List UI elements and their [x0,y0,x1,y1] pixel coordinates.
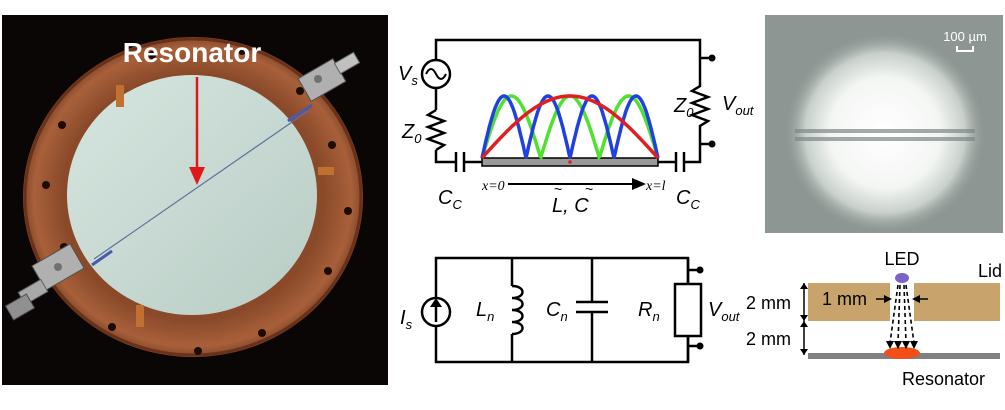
wire-top [434,38,702,92]
cross-section-drawing: 2 mm 2 mm 1 mm LED Lid Resonator [746,249,1002,389]
vout-label: Vout [722,93,755,118]
mode-curve-1 [480,94,660,160]
rlc-circuit-drawing: Is Ln Cn Rn Vout [400,256,741,364]
clip [116,85,124,107]
terminal [696,342,704,350]
connector-bottom-left [4,243,85,321]
lid-label: Lid [978,261,1002,281]
sapphire-disk [67,75,317,315]
vout-rlc-label: Vout [708,299,741,324]
tilde-l: ~ [554,181,562,197]
light-spot [884,347,920,359]
terminal [708,54,716,62]
resonator-strip [93,110,309,260]
x0-label: x=0 [481,179,505,194]
arrowhead [912,295,920,303]
resonator-photo: Resonator [2,15,388,385]
terminal [696,266,704,274]
light-rays [889,284,915,344]
cc-right-label: CC [676,187,700,212]
cross-section: 2 mm 2 mm 1 mm LED Lid Resonator [740,245,1005,405]
micrograph-image: 100 µm [765,15,1003,233]
z0-right-label: Z0 [673,95,694,120]
is-label: Is [400,307,413,332]
arrowhead [189,167,205,185]
connector-top-right [297,51,361,102]
arrowhead [884,295,892,303]
terminal [708,140,716,148]
resonator-line [795,137,975,141]
scale-bar [956,46,974,52]
dim-bottom-label: 2 mm [746,329,791,349]
standing-wave-modes [480,94,660,161]
scale-bar-label: 100 µm [943,29,987,44]
xl-label: x=l [645,179,666,194]
resonator-line [795,129,975,133]
dim-top-label: 2 mm [746,293,791,313]
mode-curve-4 [480,94,660,159]
led-icon [895,273,909,283]
clip [318,167,334,175]
resistor-rn [673,282,703,338]
photo-label: Resonator [123,37,262,68]
tl-circuit-drawing: Vs Z0 Z0 Vout CC CC x=0 x=l L, C ~ ~ [398,38,755,217]
transmission-line-circuit: Vs Z0 Z0 Vout CC CC x=0 x=l L, C ~ ~ [390,30,770,240]
resonator-photo-drawing: Resonator [2,15,388,385]
micrograph: 100 µm [765,15,1003,233]
resistor-z0-right [688,80,712,146]
lc-label: L, C [552,195,589,217]
ring-holes [42,47,352,355]
resonator-label: Resonator [902,369,985,389]
rn-label: Rn [638,299,660,324]
rlc-circuit: Is Ln Cn Rn Vout [390,250,750,380]
cc-left-label: CC [438,187,462,212]
resistor-z0-left [424,108,448,152]
inductor-coil [511,284,524,336]
ln-label: Ln [476,299,494,324]
tilde-c: ~ [585,181,593,197]
led-label: LED [884,249,919,269]
vs-label: Vs [398,63,418,88]
z0-left-label: Z0 [401,121,422,146]
hole-label: 1 mm [822,289,867,309]
cn-label: Cn [546,299,568,324]
clip [136,305,144,327]
mode-curve-3 [480,94,660,161]
